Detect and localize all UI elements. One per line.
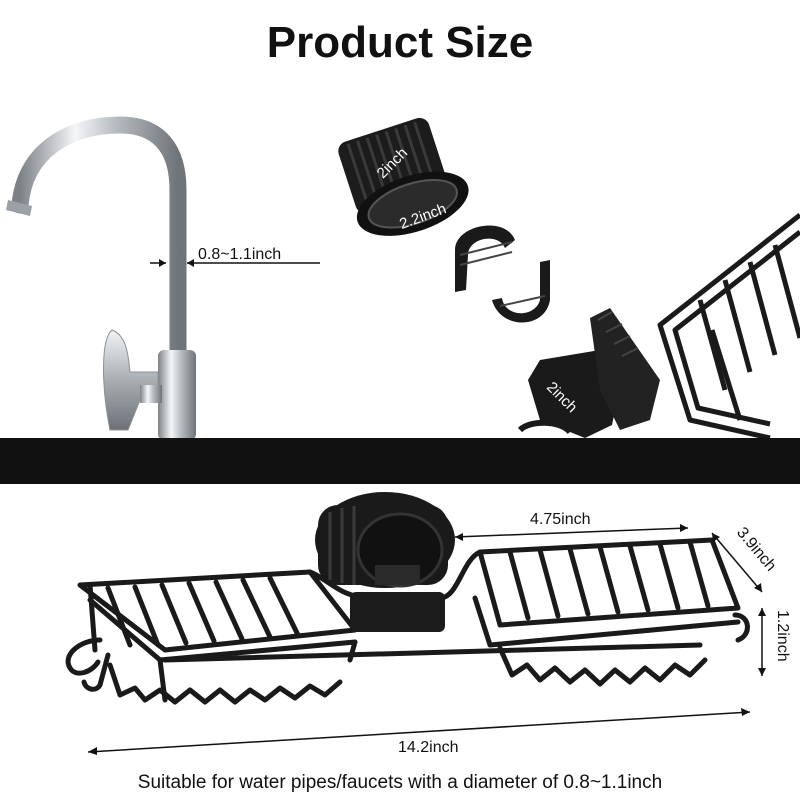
- compatibility-caption: Suitable for water pipes/faucets with a …: [137, 772, 663, 793]
- faucet-diameter-label: 0.8~1.1inch: [198, 246, 281, 263]
- faucet-illustration: [6, 116, 196, 440]
- central-holder: [315, 492, 455, 632]
- depth-dimension: [711, 532, 763, 593]
- total-length-dimension: [87, 708, 751, 755]
- clamp-ring-illustration: [338, 117, 469, 236]
- section-divider-bar: [0, 438, 800, 484]
- height-label: 1.2inch: [774, 610, 791, 662]
- page-title: Product Size: [266, 18, 534, 67]
- clamp-arm-illustration: [517, 308, 660, 438]
- basket-corner-illustration: [657, 213, 800, 441]
- half-clamp-upper: [455, 225, 515, 292]
- total-length-label: 14.2inch: [398, 739, 459, 756]
- height-dimension: [758, 608, 766, 676]
- faucet-diameter-dimension: [150, 259, 320, 267]
- basket-width-dimension: [454, 524, 689, 541]
- half-clamp-lower: [492, 260, 550, 323]
- basket-width-label: 4.75inch: [530, 511, 591, 528]
